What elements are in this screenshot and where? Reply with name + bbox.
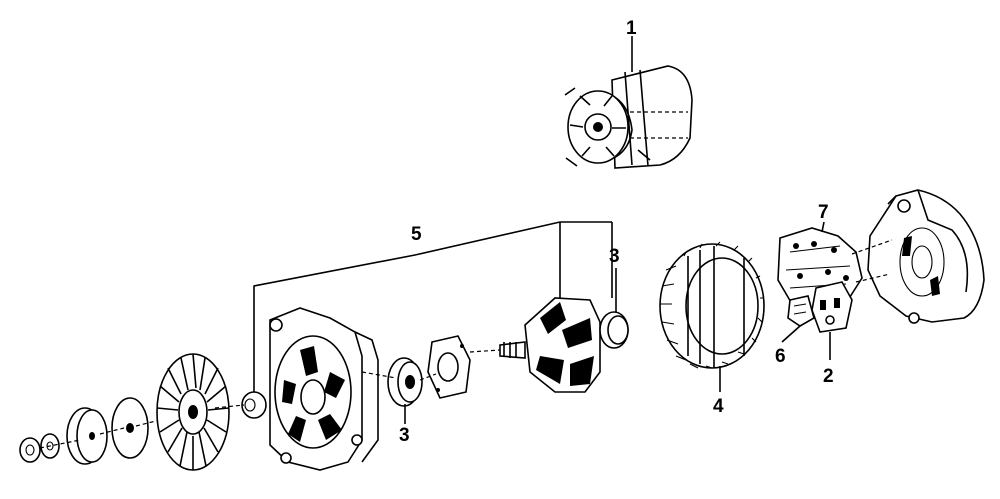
pulley-disc <box>111 397 149 459</box>
callout-bearing-front: 3 <box>399 425 410 446</box>
cooling-fan <box>156 353 230 471</box>
alternator-assembly <box>564 65 693 169</box>
callout-brush-holder: 6 <box>775 346 786 367</box>
callout-rotor-group: 5 <box>411 224 422 245</box>
drive-end-housing <box>269 307 379 471</box>
front-bearing <box>387 357 423 407</box>
spacer-collar <box>241 391 267 419</box>
voltage-regulator <box>811 281 853 333</box>
stator <box>659 241 765 369</box>
brush-holder <box>787 295 815 327</box>
rotor-group-bracket <box>253 221 613 395</box>
pulley-nut <box>19 437 41 463</box>
callout-regulator: 2 <box>823 366 834 387</box>
pulley-front <box>66 407 108 465</box>
callout-stator: 4 <box>713 396 724 417</box>
callout-bearing-rotor: 3 <box>609 246 620 267</box>
bearing-retainer-plate <box>427 335 471 399</box>
slip-ring-end-housing <box>867 189 985 324</box>
callout-alternator: 1 <box>626 18 637 39</box>
rotor <box>469 297 629 393</box>
callout-rectifier: 7 <box>818 202 829 223</box>
